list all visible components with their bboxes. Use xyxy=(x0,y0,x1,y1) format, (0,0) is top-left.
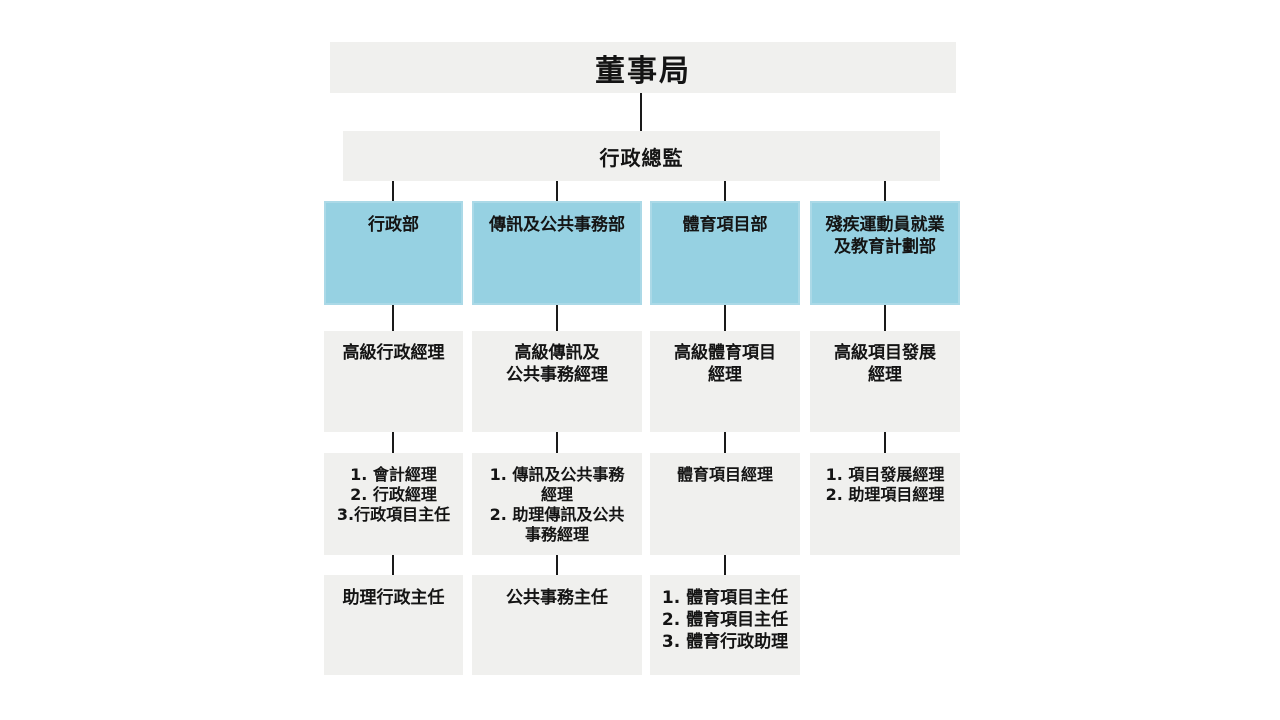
node-managers-sports: 體育項目經理 xyxy=(650,453,800,555)
node-department-admin: 行政部 xyxy=(324,201,463,305)
connector-mgr-officer-2 xyxy=(556,555,558,575)
node-officer-admin: 助理行政主任 xyxy=(324,575,463,675)
node-senior-admin-manager: 高級行政經理 xyxy=(324,331,463,432)
node-managers-communications: 1. 傳訊及公共事務 經理 2. 助理傳訊及公共 事務經理 xyxy=(472,453,642,555)
node-board: 董事局 xyxy=(330,42,956,93)
connector-board-executive xyxy=(640,93,642,131)
connector-exec-dept-2 xyxy=(556,181,558,201)
connector-exec-dept-3 xyxy=(724,181,726,201)
node-senior-sports-manager: 高級體育項目 經理 xyxy=(650,331,800,432)
node-senior-communications-manager: 高級傳訊及 公共事務經理 xyxy=(472,331,642,432)
connector-dept-senior-4 xyxy=(884,305,886,331)
connector-mgr-officer-3 xyxy=(724,555,726,575)
node-department-athlete-programmes: 殘疾運動員就業 及教育計劃部 xyxy=(810,201,960,305)
node-officers-sports: 1. 體育項目主任 2. 體育項目主任 3. 體育行政助理 xyxy=(650,575,800,675)
node-senior-project-manager: 高級項目發展 經理 xyxy=(810,331,960,432)
connector-senior-mgr-4 xyxy=(884,432,886,453)
connector-dept-senior-2 xyxy=(556,305,558,331)
node-managers-projects: 1. 項目發展經理 2. 助理項目經理 xyxy=(810,453,960,555)
node-department-sports: 體育項目部 xyxy=(650,201,800,305)
node-chief-executive: 行政總監 xyxy=(343,131,940,181)
node-officer-public-affairs: 公共事務主任 xyxy=(472,575,642,675)
connector-senior-mgr-3 xyxy=(724,432,726,453)
node-department-communications: 傳訊及公共事務部 xyxy=(472,201,642,305)
connector-exec-dept-4 xyxy=(884,181,886,201)
connector-dept-senior-1 xyxy=(392,305,394,331)
connector-senior-mgr-1 xyxy=(392,432,394,453)
connector-exec-dept-1 xyxy=(392,181,394,201)
node-managers-admin: 1. 會計經理 2. 行政經理 3.行政項目主任 xyxy=(324,453,463,555)
connector-dept-senior-3 xyxy=(724,305,726,331)
connector-senior-mgr-2 xyxy=(556,432,558,453)
connector-mgr-officer-1 xyxy=(392,555,394,575)
